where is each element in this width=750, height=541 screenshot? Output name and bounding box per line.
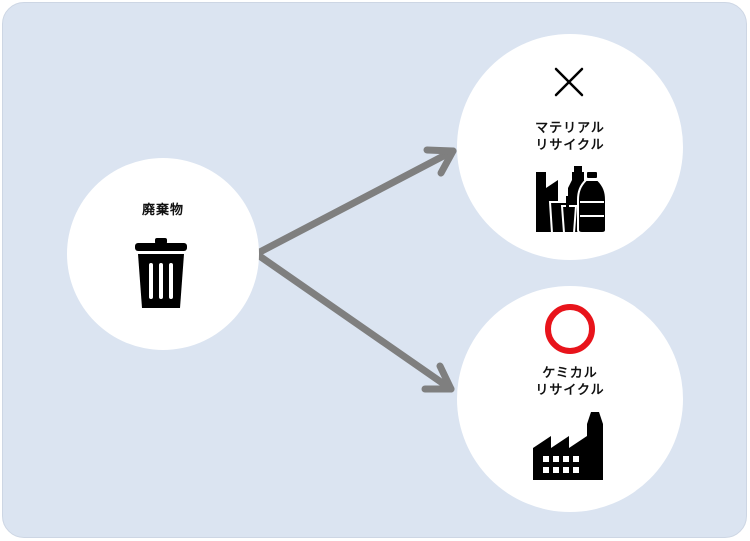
trash-can-icon	[135, 238, 187, 308]
bottles-and-cups-icon	[536, 166, 607, 234]
cross-mark-icon	[554, 67, 584, 97]
waste-label: 廃棄物	[141, 203, 184, 218]
chemical-recycle-label-line2: リサイクル	[535, 383, 605, 398]
arrow-to-chemical-recycle	[254, 251, 455, 393]
material-recycle-label-line1: マテリアル	[535, 121, 605, 136]
material-recycle-label: マテリアル リサイクル	[470, 120, 670, 154]
chemical-recycle-label-line1: ケミカル	[542, 366, 598, 381]
arrow-to-material-recycle	[254, 146, 457, 257]
material-recycle-label-line2: リサイクル	[535, 138, 605, 153]
factory-icon	[533, 412, 603, 480]
chemical-recycle-label: ケミカル リサイクル	[470, 365, 670, 399]
circle-mark-icon	[545, 304, 595, 354]
